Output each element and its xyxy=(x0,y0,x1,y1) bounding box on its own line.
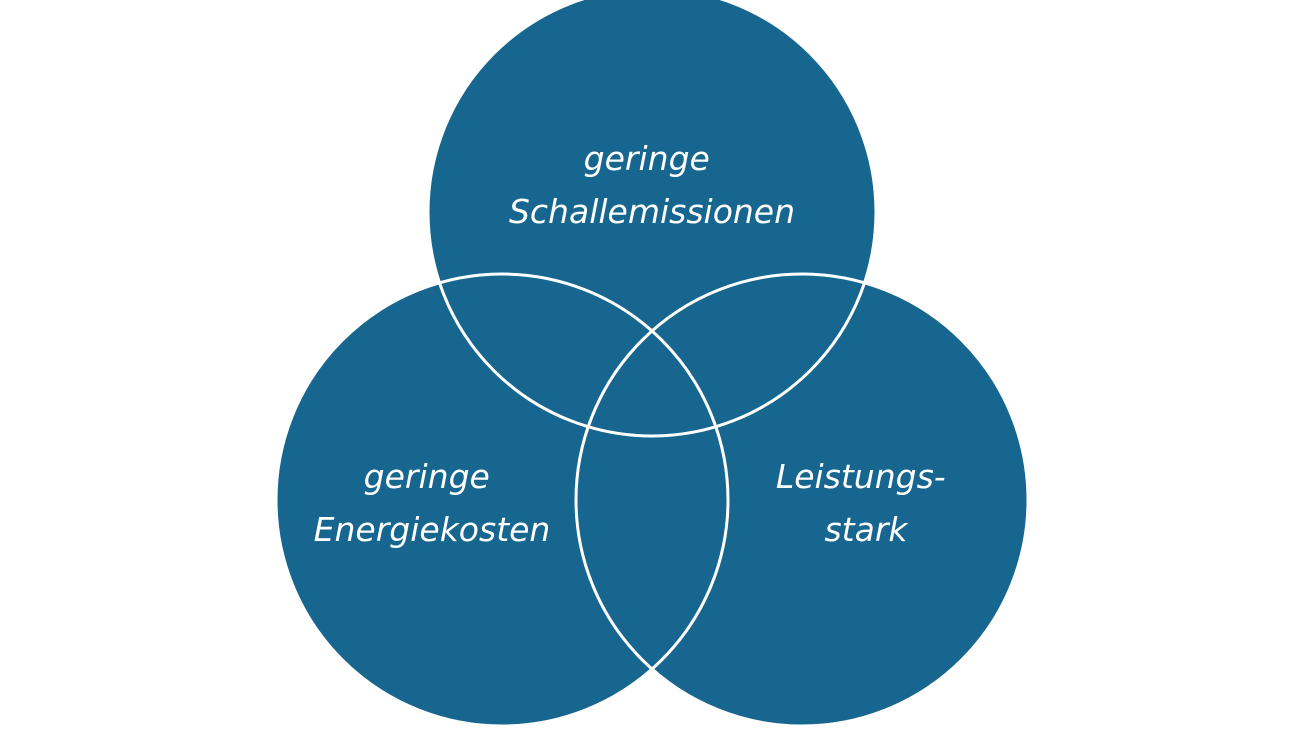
label-right-line-2: stark xyxy=(824,510,909,549)
label-right-line-1: Leistungs- xyxy=(776,457,946,496)
label-left-line-1: geringe xyxy=(364,457,490,496)
label-top: geringe Schallemissionen xyxy=(509,139,795,231)
circle-right-outline xyxy=(574,272,1030,728)
label-left: geringe Energiekosten xyxy=(314,457,551,549)
circle-top-outline xyxy=(426,0,878,438)
circle-left-outline xyxy=(274,272,730,728)
label-right: Leistungs- stark xyxy=(776,457,956,549)
label-top-line-1: geringe xyxy=(584,139,710,178)
circle-right xyxy=(576,274,1028,726)
label-left-line-2: Energiekosten xyxy=(314,510,551,549)
label-top-line-2: Schallemissionen xyxy=(509,192,795,231)
